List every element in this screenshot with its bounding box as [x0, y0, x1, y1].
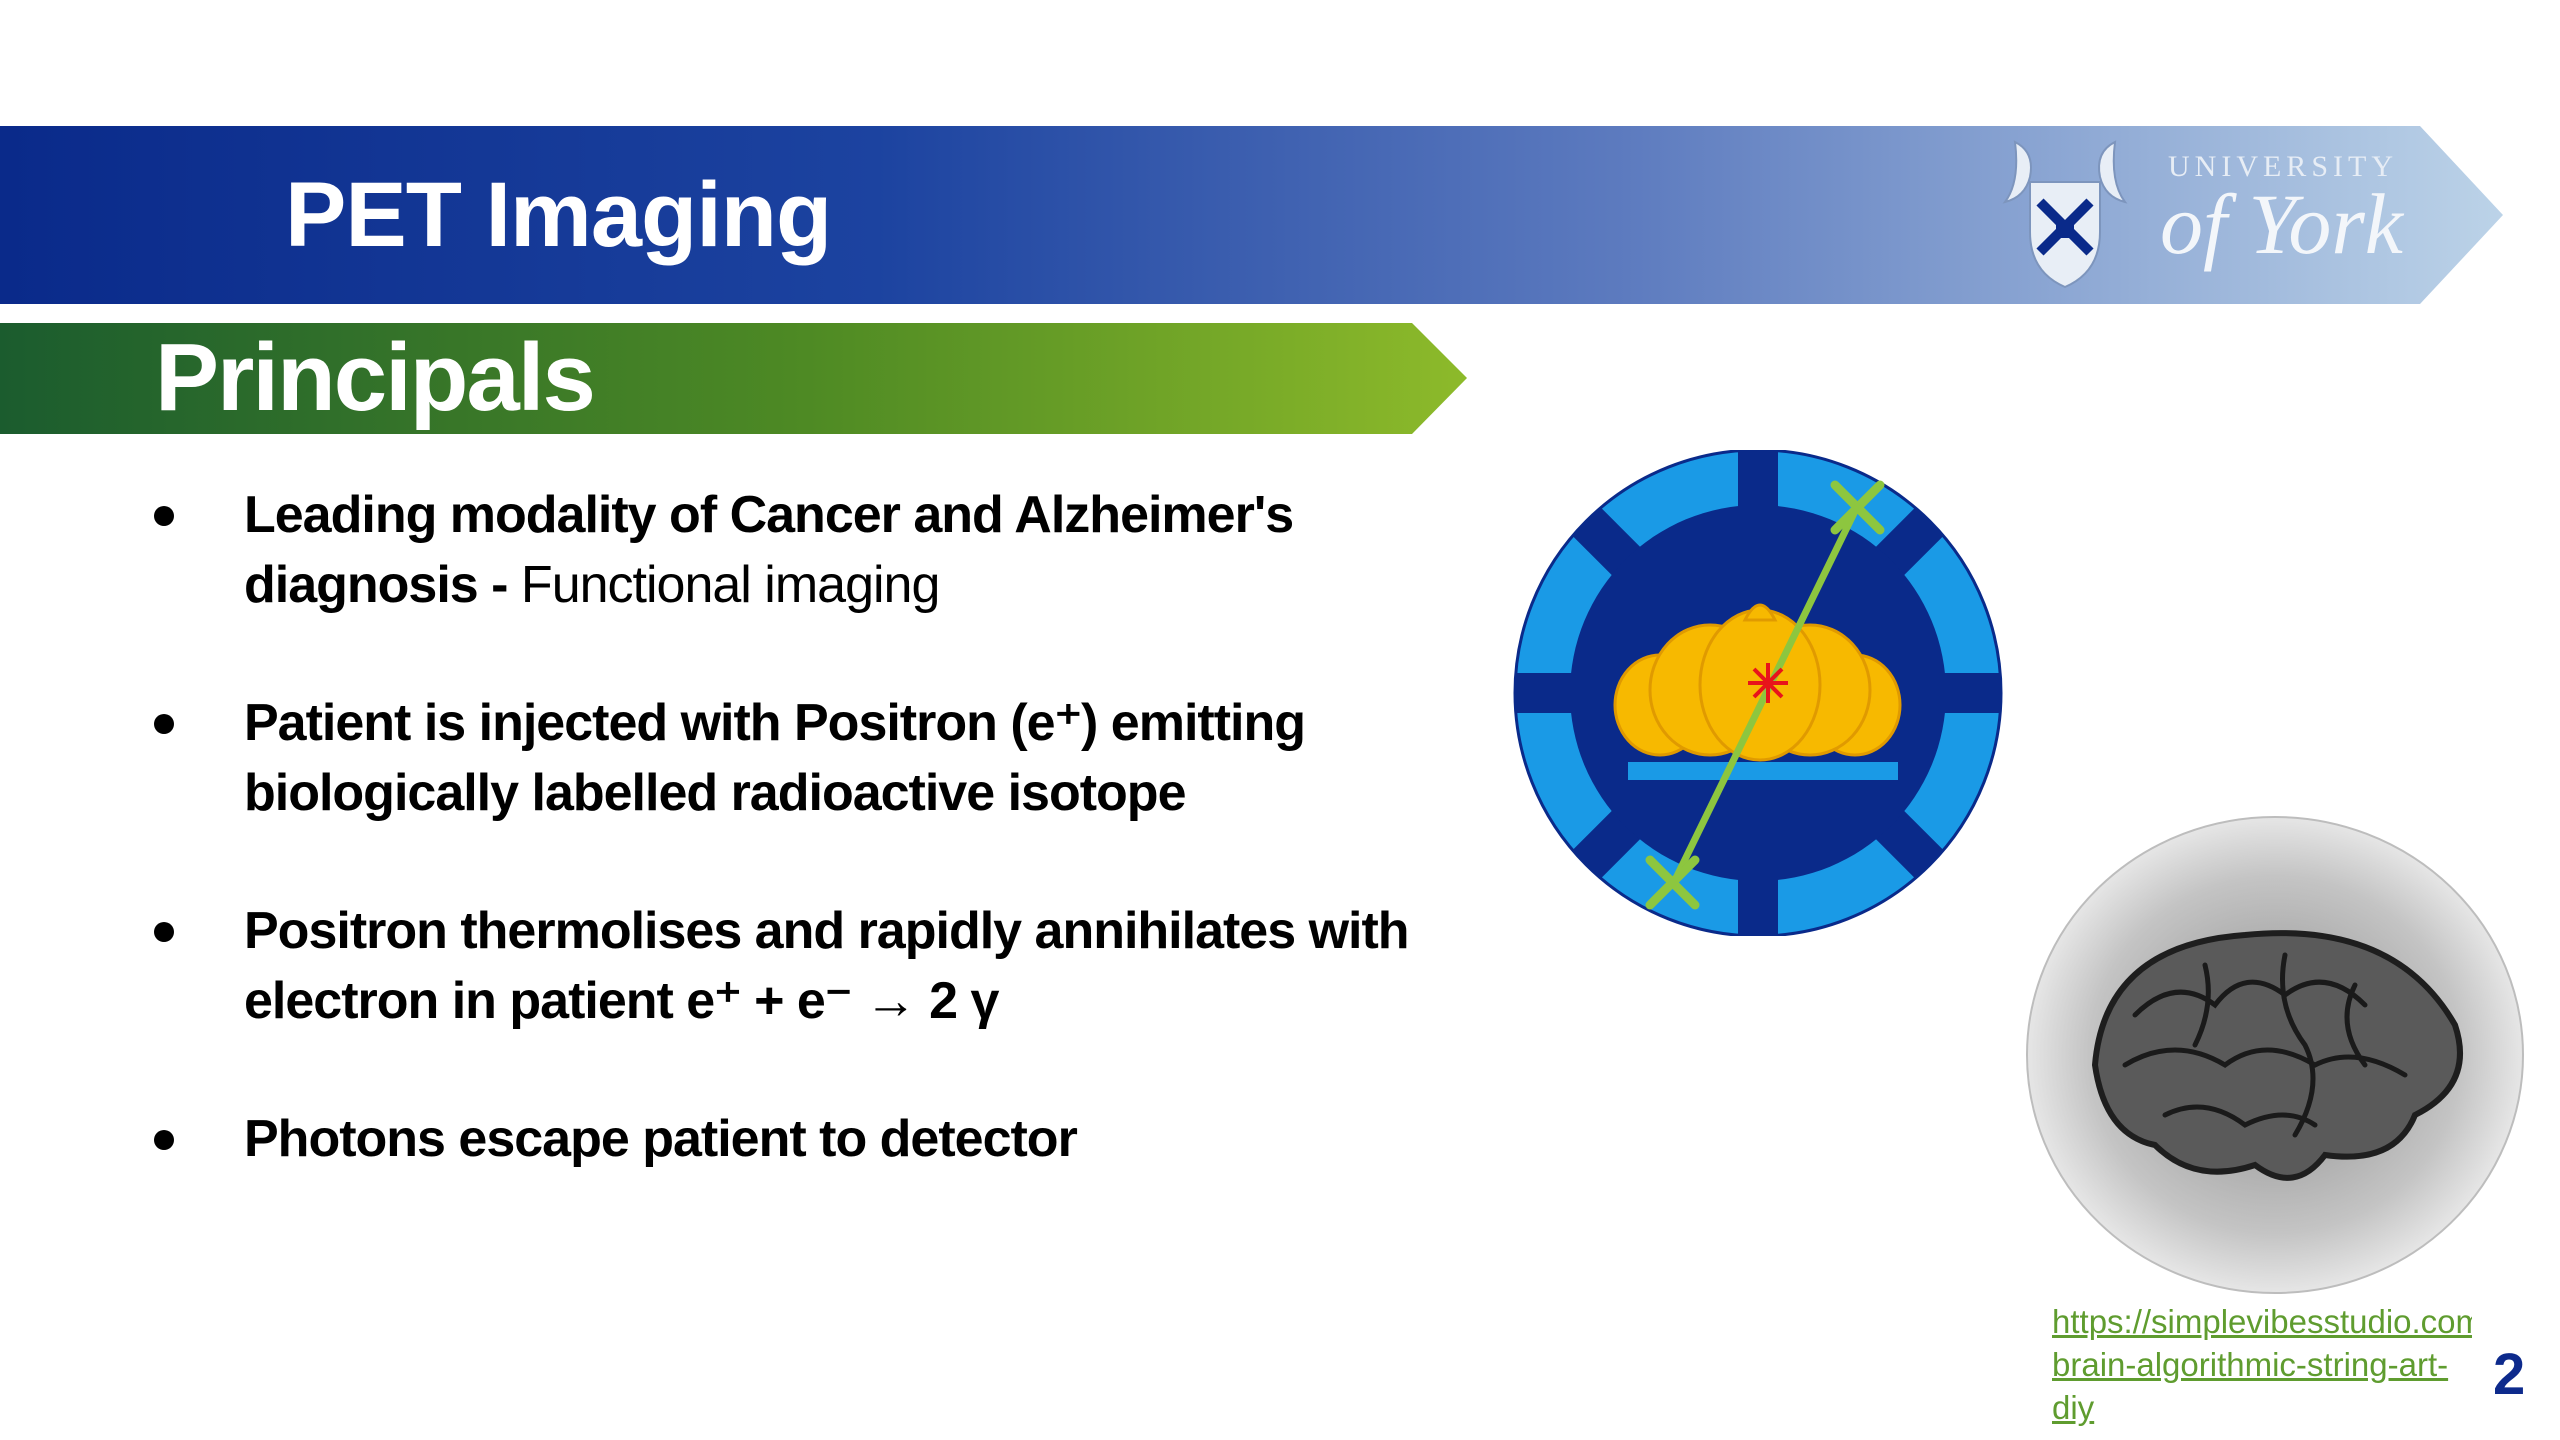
citation-link[interactable]: https://simplevibesstudio.com/products/a…: [2052, 1303, 2472, 1426]
bullet-list: Leading modality of Cancer and Alzheimer…: [150, 480, 1410, 1242]
bullet-text: Photons escape patient to detector: [244, 1110, 1078, 1168]
bullet-dot-icon: [154, 922, 174, 942]
slide-title: PET Imaging: [285, 164, 832, 266]
bullet-dot-icon: [154, 506, 174, 526]
bullet-text: Patient is injected with Positron (e⁺) e…: [244, 694, 1306, 822]
bullet-dot-icon: [154, 1130, 174, 1150]
crest-icon: [2002, 140, 2128, 289]
bullet-text-normal: Functional imaging: [507, 556, 940, 614]
bullet-item: Positron thermolises and rapidly annihil…: [150, 896, 1410, 1036]
bullet-item: Leading modality of Cancer and Alzheimer…: [150, 480, 1410, 620]
bullet-item: Photons escape patient to detector: [150, 1104, 1410, 1174]
pet-scanner-diagram: [1510, 448, 2006, 938]
bullet-text: Leading modality of Cancer and Alzheimer…: [244, 486, 1294, 614]
brain-string-art-image: [2025, 815, 2525, 1295]
logo-york-text: of York: [2160, 176, 2403, 272]
bullet-text: Positron thermolises and rapidly annihil…: [244, 902, 1410, 1030]
bullet-item: Patient is injected with Positron (e⁺) e…: [150, 688, 1410, 828]
section-banner: [0, 323, 1467, 434]
section-heading: Principals: [155, 324, 596, 431]
university-of-york-logo: UNIVERSITY of York: [1990, 132, 2410, 302]
logo-university-text: UNIVERSITY: [2168, 150, 2398, 183]
page-number: 2: [2493, 1342, 2526, 1407]
annihilation-star-icon: [1748, 663, 1788, 703]
title-banner: [0, 126, 2503, 304]
bullet-dot-icon: [154, 714, 174, 734]
